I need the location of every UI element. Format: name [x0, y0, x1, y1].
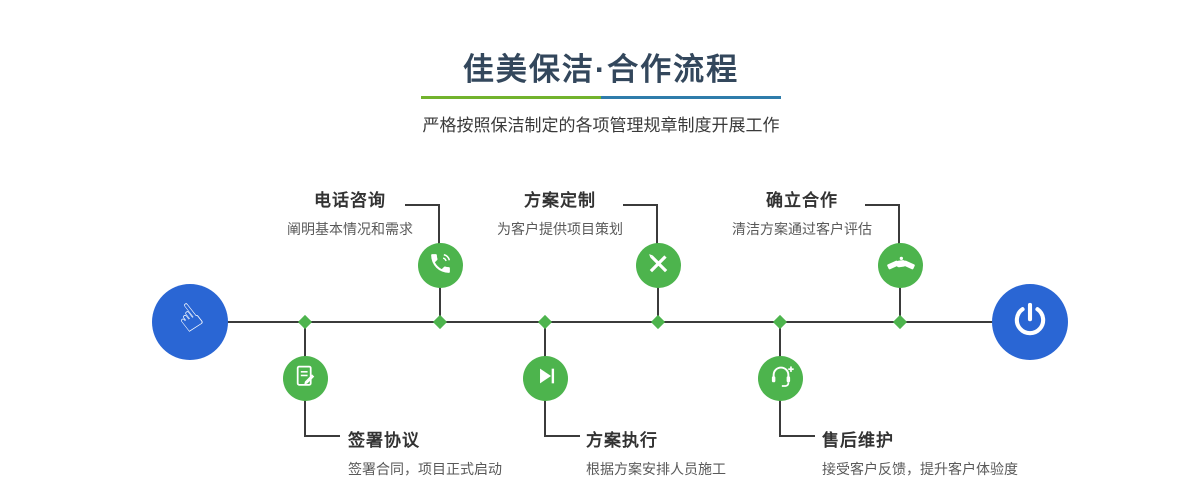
- timeline-diamond: [537, 314, 553, 330]
- connector-line: [544, 322, 546, 378]
- step-title: 电话咨询: [314, 191, 386, 210]
- connector-elbow: [544, 399, 580, 437]
- step-sign-agreement: 签署协议 签署合同，项目正式启动: [348, 426, 578, 479]
- step-node-plan-execute: [523, 356, 568, 401]
- step-desc: 阐明基本情况和需求: [287, 221, 413, 237]
- phone-icon: [428, 251, 453, 281]
- step-node-after-sales: [758, 356, 803, 401]
- end-node: [992, 284, 1068, 360]
- timeline-line: [190, 321, 1030, 323]
- title-divider-green-segment: [421, 96, 601, 99]
- step-plan-customize: 方案定制 为客户提供项目策划: [460, 186, 660, 239]
- timeline-diamond: [432, 314, 448, 330]
- connector-line: [304, 322, 306, 378]
- step-phone-consult: 电话咨询 阐明基本情况和需求: [250, 186, 450, 239]
- handshake-icon: [886, 249, 915, 282]
- connector-line: [657, 265, 659, 322]
- step-title: 方案执行: [586, 431, 658, 450]
- step-establish-cooperation: 确立合作 清洁方案通过客户评估: [697, 186, 907, 239]
- connector-elbow: [623, 204, 658, 244]
- support-headset-icon: [768, 363, 794, 394]
- timeline-diamond: [892, 314, 908, 330]
- step-desc: 清洁方案通过客户评估: [732, 221, 872, 237]
- step-plan-execute: 方案执行 根据方案安排人员施工: [586, 426, 816, 479]
- step-desc: 接受客户反馈，提升客户体验度: [822, 461, 1018, 477]
- page-title: 佳美保洁·合作流程: [462, 52, 740, 87]
- step-node-sign-agreement: [283, 356, 328, 401]
- connector-elbow: [304, 399, 340, 437]
- step-node-establish-cooperation: [878, 243, 923, 288]
- contract-icon: [293, 364, 318, 394]
- step-after-sales: 售后维护 接受客户反馈，提升客户体验度: [822, 426, 1082, 479]
- step-desc: 根据方案安排人员施工: [586, 461, 726, 477]
- start-node: ☝: [152, 284, 228, 360]
- connector-line: [439, 265, 441, 322]
- step-title: 签署协议: [348, 431, 420, 450]
- pointer-hand-icon: ☝: [168, 295, 211, 342]
- step-node-phone-consult: [418, 243, 463, 288]
- step-desc: 签署合同，项目正式启动: [348, 461, 502, 477]
- play-icon: [535, 365, 557, 392]
- power-icon: [1011, 301, 1049, 344]
- title-divider: [421, 96, 781, 99]
- connector-line: [779, 322, 781, 378]
- step-desc: 为客户提供项目策划: [497, 221, 623, 237]
- connector-line: [899, 265, 901, 322]
- connector-elbow: [405, 204, 440, 244]
- connector-elbow: [779, 399, 815, 437]
- page-subtitle: 严格按照保洁制定的各项管理规章制度开展工作: [422, 116, 780, 135]
- step-node-plan-customize: [636, 243, 681, 288]
- step-title: 方案定制: [524, 191, 596, 210]
- connector-elbow: [865, 204, 900, 244]
- step-title: 确立合作: [766, 191, 838, 210]
- title-divider-blue-segment: [601, 96, 781, 99]
- timeline-diamond: [297, 314, 313, 330]
- timeline-diamond: [650, 314, 666, 330]
- design-tools-icon: [646, 251, 671, 281]
- step-title: 售后维护: [822, 431, 894, 450]
- timeline-diamond: [772, 314, 788, 330]
